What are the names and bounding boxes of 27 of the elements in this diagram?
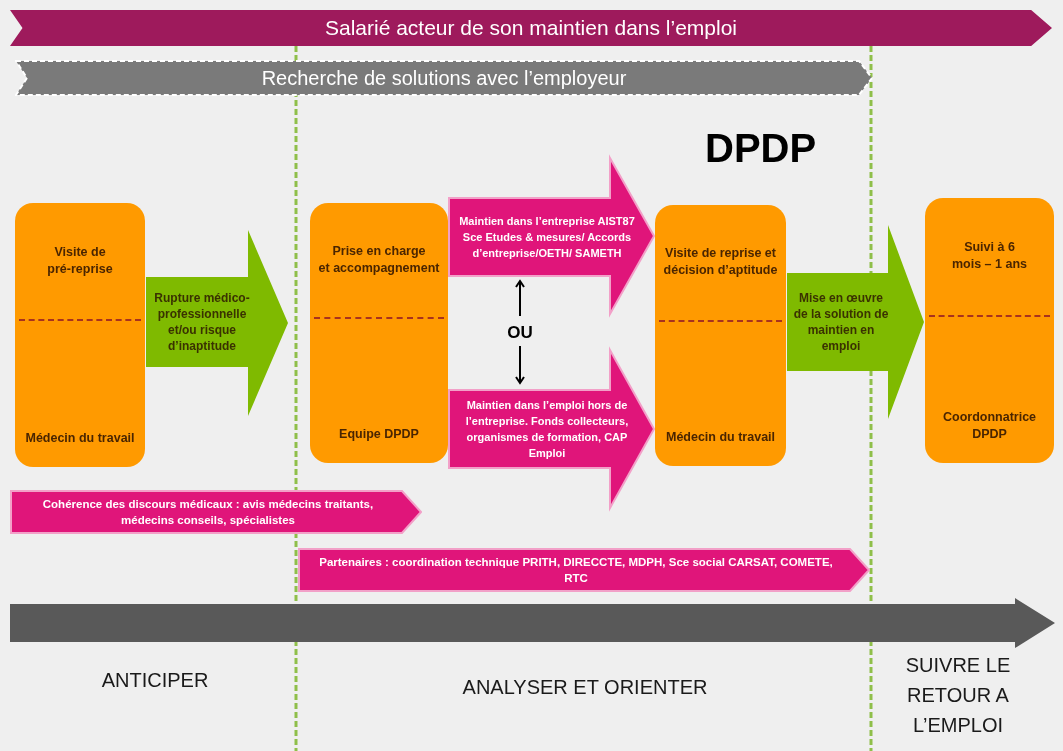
step-actor: Médecin du travail [665,429,776,446]
block-arrow [146,230,288,416]
note-banner: Partenaires : coordination technique PRITH, DIRECCTE, MDPH, Sce social CARSAT, COMETE, RTC [298,548,870,592]
phase-label: ANALYSER ET ORIENTER [461,675,709,700]
edge-label: Mise en œuvre de la solution de maintien en emploi [792,290,890,355]
heading-label: DPDP [705,128,817,168]
step-box [655,205,786,466]
step-title: Suivi à 6 mois – 1 ans [950,239,1028,274]
step-actor: Equipe DPDP [339,426,419,443]
edge-label: Maintien dans l’entreprise AIST87 Sce Etudes & mesures/ Accords d’entreprise/OETH/ SAMETH [458,214,636,261]
block-arrow [448,346,656,512]
edge-label: Maintien dans l’emploi hors de l’entreprise. Fonds collecteurs, organismes de formation, CAP Emploi [464,398,630,461]
phase-label: ANTICIPER [100,668,210,693]
step-actor: Médecin du travail [25,430,135,447]
edge-label: Rupture médico-professionnelle et/ou risque d’inaptitude [153,290,251,355]
step-title: Visite de reprise et décision d’aptitude [663,245,778,280]
note-banner: Cohérence des discours médicaux : avis médecins traitants, médecins conseils, spécialistes [10,490,422,534]
block-arrow [448,154,656,318]
step-box [15,203,145,467]
step-title: Prise en charge et accompagnement [318,243,440,278]
step-actor: Coordonnatrice DPDP [941,409,1038,443]
phase-label: SUIVRE LE RETOUR A L’EMPLOI [904,653,1012,738]
step-box [925,198,1054,463]
or-label: OU [506,322,534,344]
block-arrow [787,225,924,419]
step-box [310,203,448,463]
step-title: Visite de pré-reprise [46,244,114,279]
